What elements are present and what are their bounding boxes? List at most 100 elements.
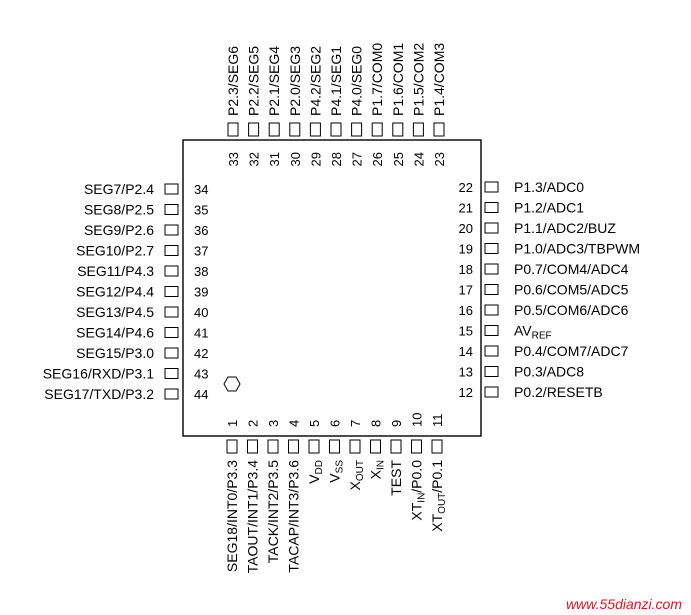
pin-label-main: P1.4/COM3 bbox=[431, 43, 447, 116]
pin-label: AVREF bbox=[514, 323, 552, 342]
pin-label: P0.2/RESETB bbox=[514, 384, 603, 400]
pin-number: 36 bbox=[194, 223, 208, 238]
pin-4: TACAP/INT3/P3.64 bbox=[286, 420, 302, 573]
pin-label: SEG8/P2.5 bbox=[84, 202, 154, 218]
pin-36: SEG9/P2.6 36 bbox=[84, 222, 209, 238]
pin-label-main: P0.5/COM6/ADC6 bbox=[514, 302, 629, 318]
pin-number: 21 bbox=[459, 201, 473, 216]
pin-label: SEG18/INT0/P3.3 bbox=[224, 460, 240, 572]
pin-label-main: SEG17/TXD/P3.2 bbox=[44, 386, 154, 402]
pin-label: P0.3/ADC8 bbox=[514, 364, 584, 380]
pin-11: XTOUT/P0.111 bbox=[429, 414, 448, 532]
pin-pad bbox=[330, 122, 342, 137]
pin-label-main: P1.5/COM2 bbox=[410, 43, 426, 116]
pin-label-main: SEG18/INT0/P3.3 bbox=[224, 460, 240, 572]
pin-number: 12 bbox=[459, 385, 473, 400]
pin-pad bbox=[484, 366, 499, 377]
pin-pad bbox=[248, 122, 260, 137]
pin-pad bbox=[289, 122, 301, 137]
pin-number: 28 bbox=[329, 152, 344, 166]
pin-number: 37 bbox=[194, 244, 208, 259]
pin-number: 41 bbox=[194, 326, 208, 341]
pin-pad bbox=[371, 122, 383, 137]
pin-pad bbox=[484, 284, 499, 295]
pin1-marker-hexagon bbox=[223, 376, 241, 392]
pin-pad bbox=[484, 304, 499, 316]
pin-number: 34 bbox=[194, 182, 208, 197]
pin-number: 33 bbox=[226, 152, 241, 166]
pin-label: SEG13/P4.5 bbox=[76, 304, 154, 320]
pin-16: P0.5/COM6/ADC6 16 bbox=[459, 302, 629, 318]
pin-label-subscript: OUT bbox=[437, 493, 448, 514]
pin-pad bbox=[329, 439, 340, 454]
pin-label-main: SEG15/P3.0 bbox=[76, 345, 154, 361]
pin-label-main: SEG7/P2.4 bbox=[84, 181, 154, 197]
pin-label-subscript: SS bbox=[335, 460, 346, 474]
pin-number: 25 bbox=[391, 152, 406, 166]
pin-label: TACAP/INT3/P3.6 bbox=[286, 460, 302, 573]
pin-number: 1 bbox=[225, 420, 240, 427]
pin-number: 31 bbox=[267, 152, 282, 166]
pin-23: P1.4/COM3 23 bbox=[431, 43, 447, 167]
pin-pad bbox=[484, 325, 499, 336]
pin-label-main: P0.7/COM4/ADC4 bbox=[514, 261, 629, 277]
pin-label-main: P0.6/COM5/ADC5 bbox=[514, 282, 629, 298]
pin-pad bbox=[164, 306, 179, 318]
pin-label-main: SEG13/P4.5 bbox=[76, 304, 154, 320]
pin-label-main: V bbox=[306, 474, 322, 484]
pin-pad bbox=[390, 439, 402, 454]
pin-label-main: P2.3/SEG6 bbox=[225, 46, 241, 116]
pin-number: 44 bbox=[194, 387, 208, 402]
pin-number: 43 bbox=[194, 367, 208, 382]
pin-number: 23 bbox=[432, 152, 447, 166]
pin-label: XTIN/P0.0 bbox=[409, 460, 428, 521]
pin-label-subscript: IN bbox=[417, 493, 428, 503]
pin-pad bbox=[164, 347, 179, 359]
pin-label: P2.0/SEG3 bbox=[287, 46, 303, 116]
pin-label: P0.6/COM5/ADC5 bbox=[514, 282, 629, 298]
pin-label: P1.2/ADC1 bbox=[514, 200, 584, 216]
pin-pad bbox=[164, 368, 179, 379]
pin-number: 11 bbox=[430, 414, 445, 428]
pin-label-main: TACK/INT2/P3.5 bbox=[265, 460, 281, 563]
pin-label: P1.6/COM1 bbox=[390, 43, 406, 116]
pin-pad bbox=[484, 243, 499, 254]
pin-label-main: SEG10/P2.7 bbox=[76, 243, 154, 259]
pin-number: 16 bbox=[459, 303, 473, 318]
pin-number: 15 bbox=[459, 324, 473, 339]
pin-3: TACK/INT2/P3.53 bbox=[265, 420, 281, 563]
pin-number: 38 bbox=[194, 264, 208, 279]
pin-pad bbox=[226, 439, 238, 454]
pin-label-main: P2.1/SEG4 bbox=[266, 46, 282, 116]
pin-pad bbox=[412, 122, 424, 137]
pin-label-main: P2.0/SEG3 bbox=[287, 46, 303, 116]
pin-label-main: SEG9/P2.6 bbox=[84, 222, 154, 238]
pin-pad bbox=[164, 286, 179, 297]
pin-label-subscript: OUT bbox=[355, 460, 366, 481]
pin-2: TAOUT/INT1/P3.42 bbox=[245, 420, 261, 574]
pin-21: P1.2/ADC1 21 bbox=[459, 200, 585, 216]
pin-number: 9 bbox=[389, 420, 404, 427]
pin-pad bbox=[484, 263, 499, 275]
pin-pad bbox=[247, 439, 258, 454]
pin-12: P0.2/RESETB 12 bbox=[459, 384, 603, 400]
pin-label: SEG9/P2.6 bbox=[84, 222, 154, 238]
pin-pad bbox=[309, 122, 321, 137]
pin-number: 42 bbox=[194, 346, 208, 361]
pin-pad bbox=[164, 265, 179, 277]
pin-pad bbox=[268, 122, 280, 137]
pin-33: P2.3/SEG6 33 bbox=[225, 46, 241, 167]
pin-label: TEST bbox=[388, 460, 404, 496]
pin-pad bbox=[227, 122, 239, 137]
watermark: www.55dianzi.com bbox=[566, 596, 682, 612]
pin-15: AVREF 15 bbox=[459, 323, 552, 342]
pin-pad bbox=[484, 386, 499, 398]
pin-label-main: SEG8/P2.5 bbox=[84, 202, 154, 218]
pin-label-suffix: /P0.0 bbox=[409, 460, 425, 493]
